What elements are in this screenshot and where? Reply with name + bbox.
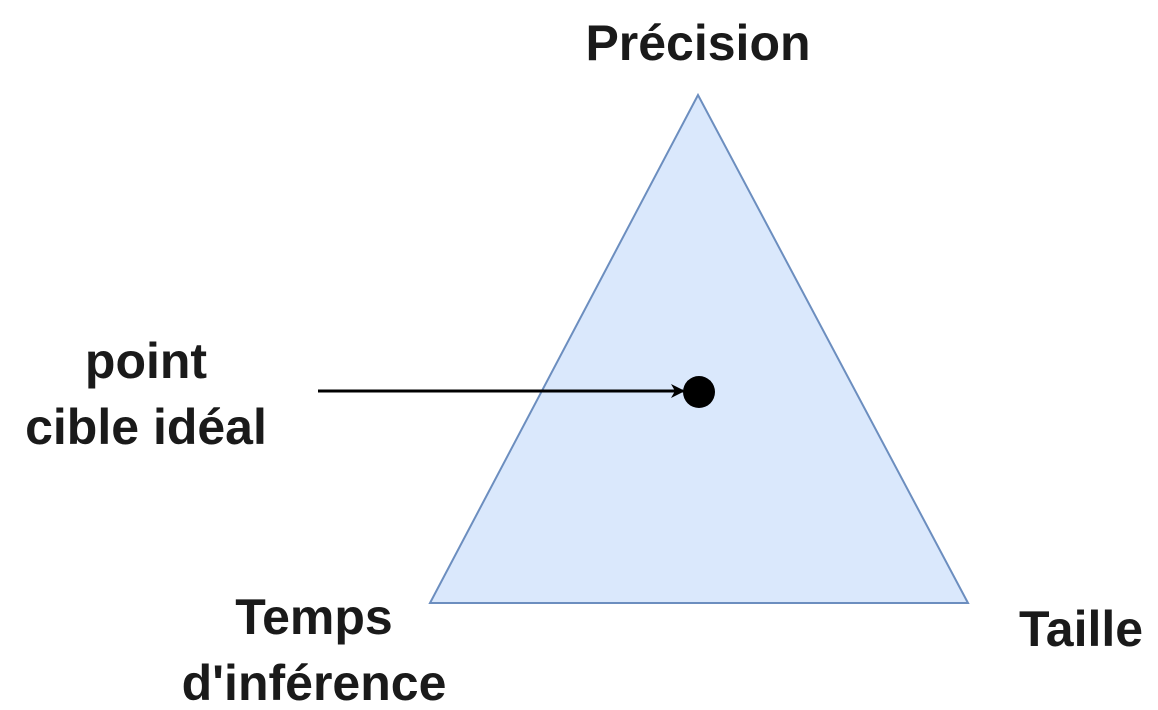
vertex-label-precision-text: Précision (585, 15, 811, 71)
ideal-target-point (683, 376, 715, 408)
inference-time-line2: d'inférence (181, 655, 447, 710)
vertex-label-inference-time: Temps d'inférence (148, 584, 480, 710)
target-label-line2: cible idéal (25, 399, 267, 455)
tradeoff-triangle (428, 92, 970, 604)
vertex-label-precision: Précision (548, 10, 848, 76)
inference-time-line1: Temps (235, 589, 393, 645)
vertex-label-size: Taille (1006, 596, 1156, 662)
target-label-line1: point (84, 333, 208, 389)
vertex-label-size-text: Taille (1018, 601, 1144, 657)
target-point-label: point cible idéal (0, 328, 292, 460)
